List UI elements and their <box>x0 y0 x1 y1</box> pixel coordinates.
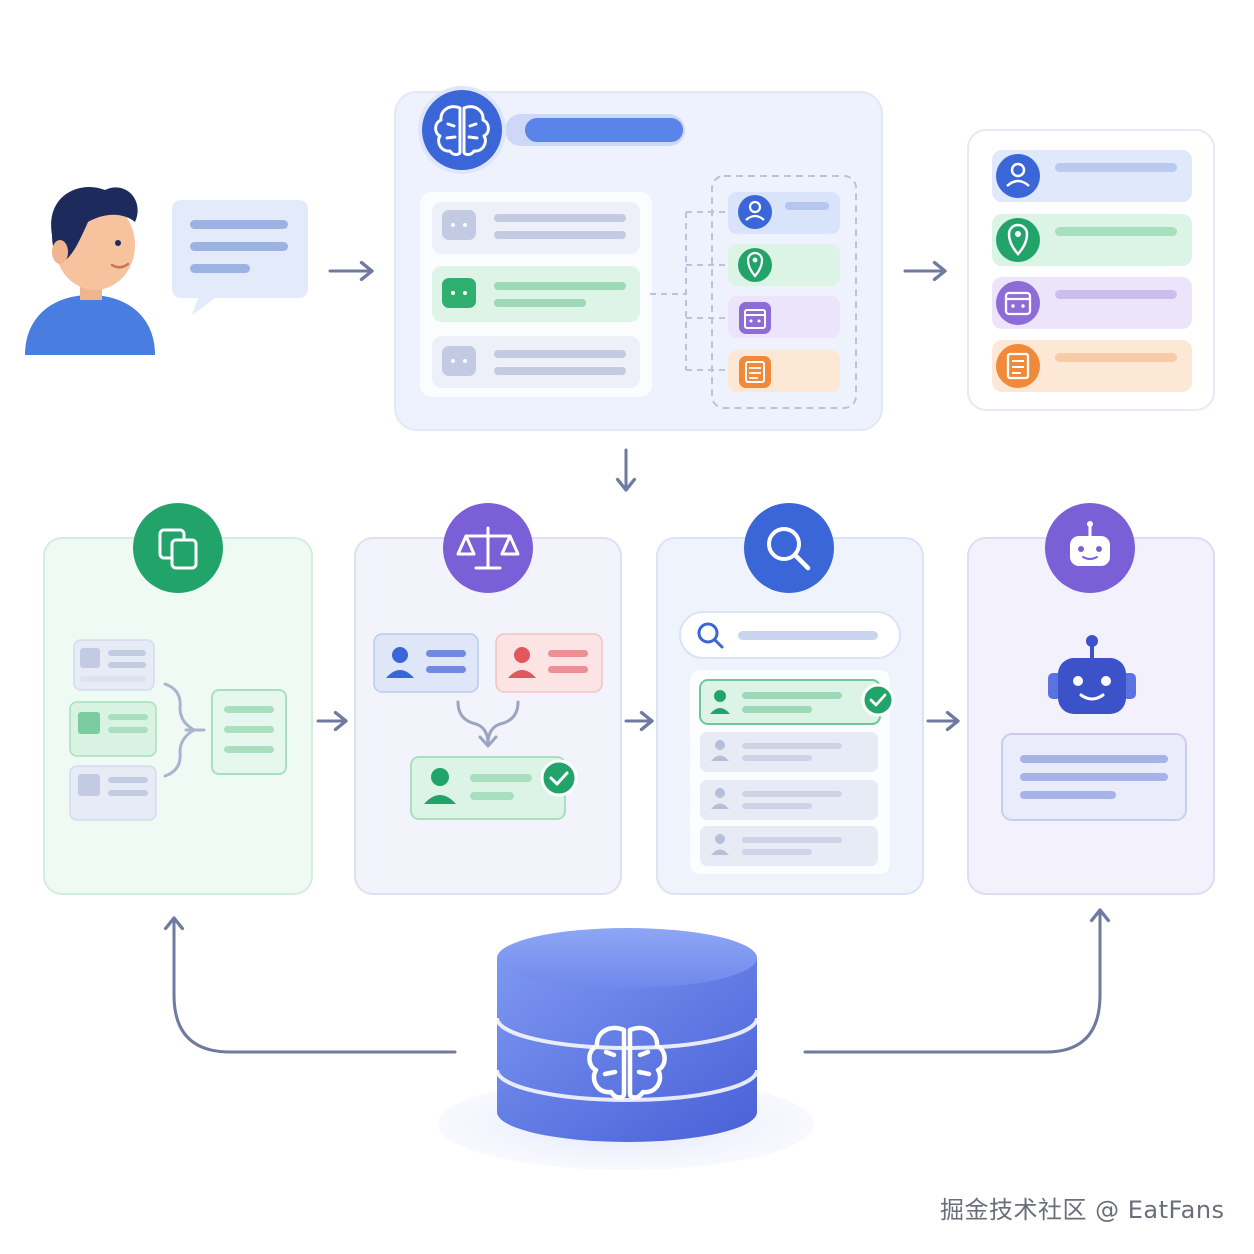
candidate-memory-a <box>373 633 479 693</box>
search-result[interactable] <box>700 732 878 772</box>
document-icon <box>739 356 771 388</box>
user-icon <box>715 740 725 750</box>
brain-icon <box>587 1025 667 1100</box>
search-result-top[interactable] <box>699 679 881 725</box>
stage-search-panel <box>656 503 924 895</box>
extracted-facts-group <box>711 175 857 409</box>
chat-bubble-icon <box>442 278 476 308</box>
user-avatar <box>25 187 155 355</box>
memory-database <box>438 928 814 1170</box>
brain-icon <box>434 105 490 156</box>
facts-panel <box>967 129 1215 411</box>
user-icon <box>392 647 408 663</box>
stage-response-panel <box>967 503 1215 895</box>
message-item <box>432 266 640 322</box>
extraction-connector <box>650 211 728 371</box>
judge-merge-arrows <box>456 700 520 746</box>
brain-icon-circle <box>422 90 502 170</box>
location-pin-icon <box>738 248 772 282</box>
user-icon <box>715 834 725 844</box>
location-pin-icon <box>996 218 1040 262</box>
user-icon <box>514 647 530 663</box>
calendar-icon <box>996 281 1040 325</box>
search-icon <box>697 622 719 644</box>
search-result[interactable] <box>700 780 878 820</box>
arrow-database-to-merge <box>163 916 457 1054</box>
check-icon <box>861 683 895 717</box>
check-icon <box>540 759 578 797</box>
chat-bubble-icon <box>442 346 476 376</box>
stage-judge-panel <box>354 503 622 895</box>
chat-bubble-icon <box>442 210 476 240</box>
calendar-icon <box>739 302 771 334</box>
user-speech-bubble <box>172 200 308 315</box>
resolved-memory <box>410 756 566 820</box>
search-icon <box>744 503 834 593</box>
extraction-panel <box>394 86 883 431</box>
arrow-database-to-response <box>803 908 1111 1054</box>
user-icon <box>714 690 726 702</box>
robot-avatar <box>1048 635 1136 714</box>
search-result[interactable] <box>700 826 878 866</box>
user-icon <box>715 788 725 798</box>
stage-merge-panel <box>43 503 313 895</box>
candidate-memory-b <box>495 633 603 693</box>
watermark-text: 掘金技术社区 @ EatFans <box>940 1196 1225 1224</box>
user-icon <box>431 768 449 786</box>
